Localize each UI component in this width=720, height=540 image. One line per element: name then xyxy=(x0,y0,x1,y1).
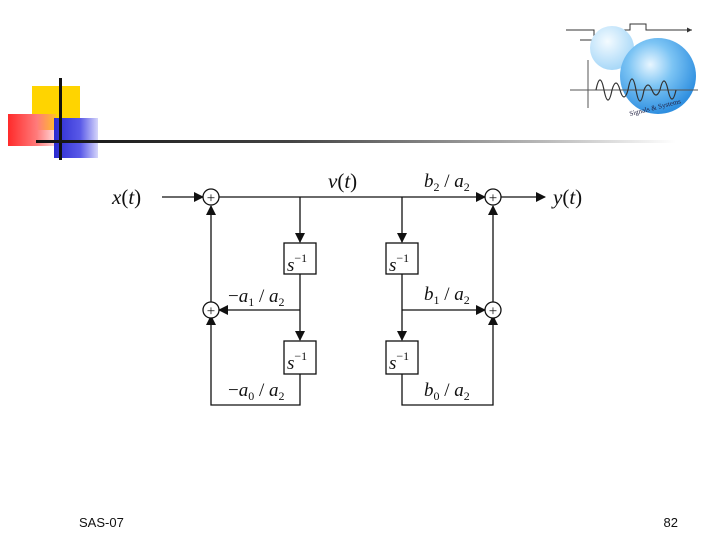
output-signal-label: y(t) xyxy=(551,185,582,209)
signals-and-systems-logo: Signals & Systems xyxy=(566,23,698,118)
summer-symbol: + xyxy=(207,191,215,207)
summer-symbol: + xyxy=(489,191,497,207)
delay-block-right-2: s−1 xyxy=(385,340,419,375)
summer-top-right: + xyxy=(484,188,502,207)
summer-mid-left: + xyxy=(202,301,220,320)
signal-wires xyxy=(162,192,546,406)
svg-text:s−1: s−1 xyxy=(389,251,409,276)
delay-block-left-1: s−1 xyxy=(283,242,317,276)
delay-block-right-1: s−1 xyxy=(385,242,419,276)
summer-symbol: + xyxy=(207,304,215,320)
delay-block-left-2: s−1 xyxy=(283,340,317,375)
svg-text:s−1: s−1 xyxy=(287,349,307,374)
gain-label-b0: b0 / a2 xyxy=(424,380,470,403)
gain-label-b1: b1 / a2 xyxy=(424,284,470,307)
input-signal-label: x(t) xyxy=(111,185,141,209)
svg-text:s−1: s−1 xyxy=(389,349,409,374)
logo-waveform-icon xyxy=(570,60,698,108)
logo-large-sphere xyxy=(620,38,696,114)
feedback-path-a0 xyxy=(206,315,301,406)
footer-course-code: SAS-07 xyxy=(79,515,124,530)
summer-symbol: + xyxy=(489,304,497,320)
summer-mid-right: + xyxy=(484,301,502,320)
footer-page-number: 82 xyxy=(663,515,678,530)
internal-signal-label: v(t) xyxy=(328,169,357,193)
summer-top-left: + xyxy=(202,188,220,207)
logo-small-sphere xyxy=(590,26,634,70)
svg-text:s−1: s−1 xyxy=(287,251,307,276)
decorative-vertical-rule xyxy=(59,78,62,160)
gain-label-a0: −a0 / a2 xyxy=(228,380,285,403)
gain-label-a1: −a1 / a2 xyxy=(228,286,285,309)
gain-label-b2: b2 / a2 xyxy=(424,171,470,194)
decorative-horizontal-rule xyxy=(36,140,676,143)
forward-path-b0 xyxy=(401,315,498,406)
